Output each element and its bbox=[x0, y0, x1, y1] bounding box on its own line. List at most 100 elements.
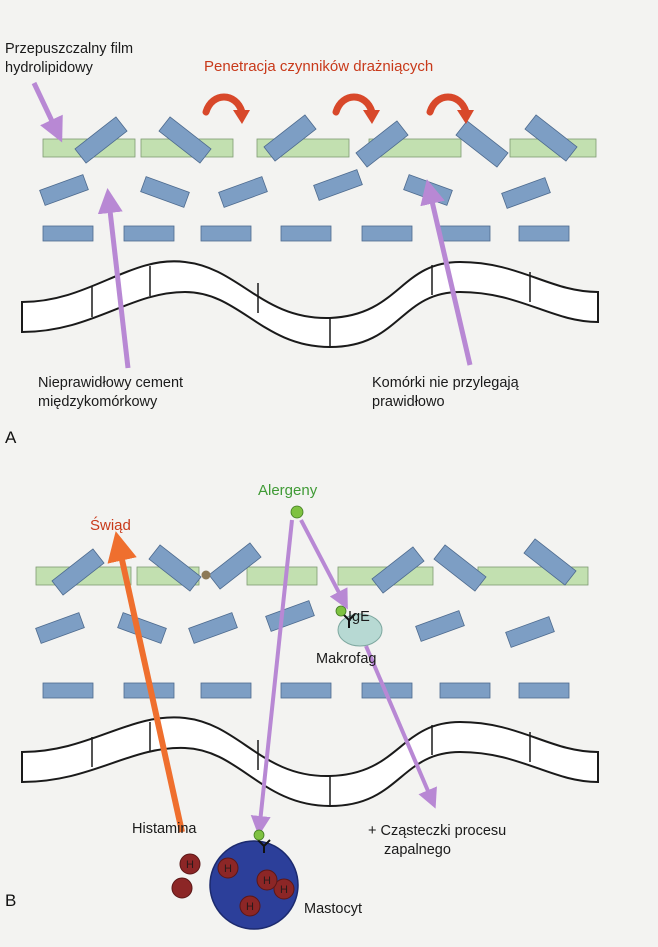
allergen-to-mastocyte-arrow bbox=[250, 519, 294, 836]
irritant-arrow-head bbox=[457, 110, 474, 124]
corneocyte bbox=[518, 682, 570, 699]
corneocyte bbox=[74, 116, 128, 164]
histamine-granule bbox=[179, 853, 201, 875]
tilted-cells-b bbox=[51, 538, 577, 596]
middle-cells-a bbox=[39, 169, 551, 209]
ige-receptor-icon bbox=[257, 839, 271, 853]
histamine-granule bbox=[256, 869, 278, 891]
corneocyte bbox=[505, 616, 555, 648]
corneocyte bbox=[524, 114, 578, 162]
annotation-arrows-a bbox=[31, 81, 473, 369]
allergen-particle bbox=[335, 605, 347, 617]
irritant-arrow-head bbox=[363, 110, 380, 124]
corneocyte bbox=[280, 225, 332, 242]
histamine-granule bbox=[239, 895, 261, 917]
film-pointer-arrow bbox=[31, 81, 63, 143]
corneocyte bbox=[188, 612, 238, 644]
panel-letter-b: B bbox=[5, 891, 16, 910]
histamine-granules: H H H H H bbox=[171, 853, 295, 917]
histamine-granule bbox=[217, 857, 239, 879]
middle-cells-b bbox=[35, 600, 555, 648]
cells-pointer-arrow bbox=[420, 179, 473, 366]
corneocyte bbox=[42, 682, 94, 699]
corneocyte bbox=[263, 114, 317, 162]
corneocyte bbox=[523, 538, 577, 586]
annotation-arrows-b bbox=[107, 519, 437, 836]
film-layer-a bbox=[42, 138, 597, 158]
corneocyte bbox=[280, 682, 332, 699]
panel-b: H H H H H Alergeny Świąd IgE Makrofag Hi… bbox=[5, 482, 599, 930]
corneocyte bbox=[439, 225, 491, 242]
panel-letter-a: A bbox=[5, 428, 17, 447]
itch-arrow bbox=[107, 531, 185, 833]
cement-label: Nieprawidłowy cement bbox=[38, 375, 183, 391]
tilted-cells-a bbox=[74, 114, 578, 168]
cement-pointer-arrow bbox=[97, 188, 131, 369]
corneocyte bbox=[35, 612, 85, 644]
film-label: hydrolipidowy bbox=[5, 60, 94, 76]
wave-band bbox=[21, 260, 599, 349]
corneocyte bbox=[51, 548, 105, 596]
mastocyte-label: Mastocyt bbox=[304, 901, 362, 917]
corneocyte bbox=[313, 169, 363, 201]
allergens-label: Alergeny bbox=[258, 482, 318, 499]
corneocyte bbox=[158, 116, 212, 164]
epidermis-band-b bbox=[21, 716, 599, 808]
itch-label: Świąd bbox=[90, 516, 131, 534]
corneocyte bbox=[140, 176, 190, 208]
histamine-granule-label: H bbox=[246, 901, 254, 913]
allergen-to-macrophage-arrow bbox=[299, 519, 348, 610]
corneocyte bbox=[208, 542, 262, 590]
corneocyte bbox=[439, 682, 491, 699]
panel-a: Przepuszczalny film hydrolipidowy Penetr… bbox=[5, 41, 599, 447]
histamine-label: Histamina bbox=[132, 821, 197, 837]
corneocyte bbox=[355, 120, 409, 168]
inflammation-arrow bbox=[364, 645, 437, 809]
corneocyte bbox=[42, 225, 94, 242]
cement-label: międzykomórkowy bbox=[38, 394, 158, 410]
histamine-granule-label: H bbox=[224, 863, 232, 875]
irritant-particle bbox=[201, 570, 211, 580]
corneocyte bbox=[455, 120, 509, 168]
wave-band bbox=[21, 716, 599, 808]
film-label: Przepuszczalny film bbox=[5, 41, 133, 57]
histamine-granule bbox=[171, 877, 193, 899]
corneocyte bbox=[371, 546, 425, 594]
corneocyte bbox=[123, 225, 175, 242]
histamine-granule-label: H bbox=[280, 884, 288, 896]
corneocyte bbox=[265, 600, 315, 632]
corneocyte bbox=[501, 177, 551, 209]
irritant-arrow-icon bbox=[202, 93, 246, 116]
corneocyte bbox=[433, 544, 487, 592]
histamine-granule bbox=[273, 878, 295, 900]
allergen-particle bbox=[253, 829, 265, 841]
flat-cells-a bbox=[42, 225, 570, 242]
corneocyte bbox=[39, 174, 89, 206]
irritant-arrow-icon bbox=[426, 93, 470, 116]
corneocyte bbox=[415, 610, 465, 642]
cells-label: Komórki nie przylegają bbox=[372, 375, 520, 391]
corneocyte bbox=[518, 225, 570, 242]
irritant-arrow-icon bbox=[332, 93, 376, 116]
corneocyte bbox=[361, 225, 413, 242]
irritant-arrows bbox=[202, 93, 474, 124]
film-layer-b bbox=[35, 566, 589, 586]
film-strip bbox=[246, 566, 318, 586]
flat-cells-b bbox=[42, 682, 570, 699]
corneocyte bbox=[218, 176, 268, 208]
ige-label: IgE bbox=[348, 609, 370, 625]
epidermis-band-a bbox=[21, 260, 599, 349]
cells-label: prawidłowo bbox=[372, 394, 445, 410]
inflammation-label: zapalnego bbox=[384, 842, 451, 858]
histamine-granule-label: H bbox=[263, 875, 271, 887]
irritants-label: Penetracja czynników drażniących bbox=[204, 58, 433, 75]
corneocyte bbox=[200, 682, 252, 699]
irritant-arrow-head bbox=[233, 110, 250, 124]
histamine-granule-label: H bbox=[186, 859, 194, 871]
allergen-particle bbox=[290, 505, 304, 519]
corneocyte bbox=[200, 225, 252, 242]
inflammation-label: + Cząsteczki procesu bbox=[368, 823, 506, 839]
corneocyte bbox=[148, 544, 202, 592]
